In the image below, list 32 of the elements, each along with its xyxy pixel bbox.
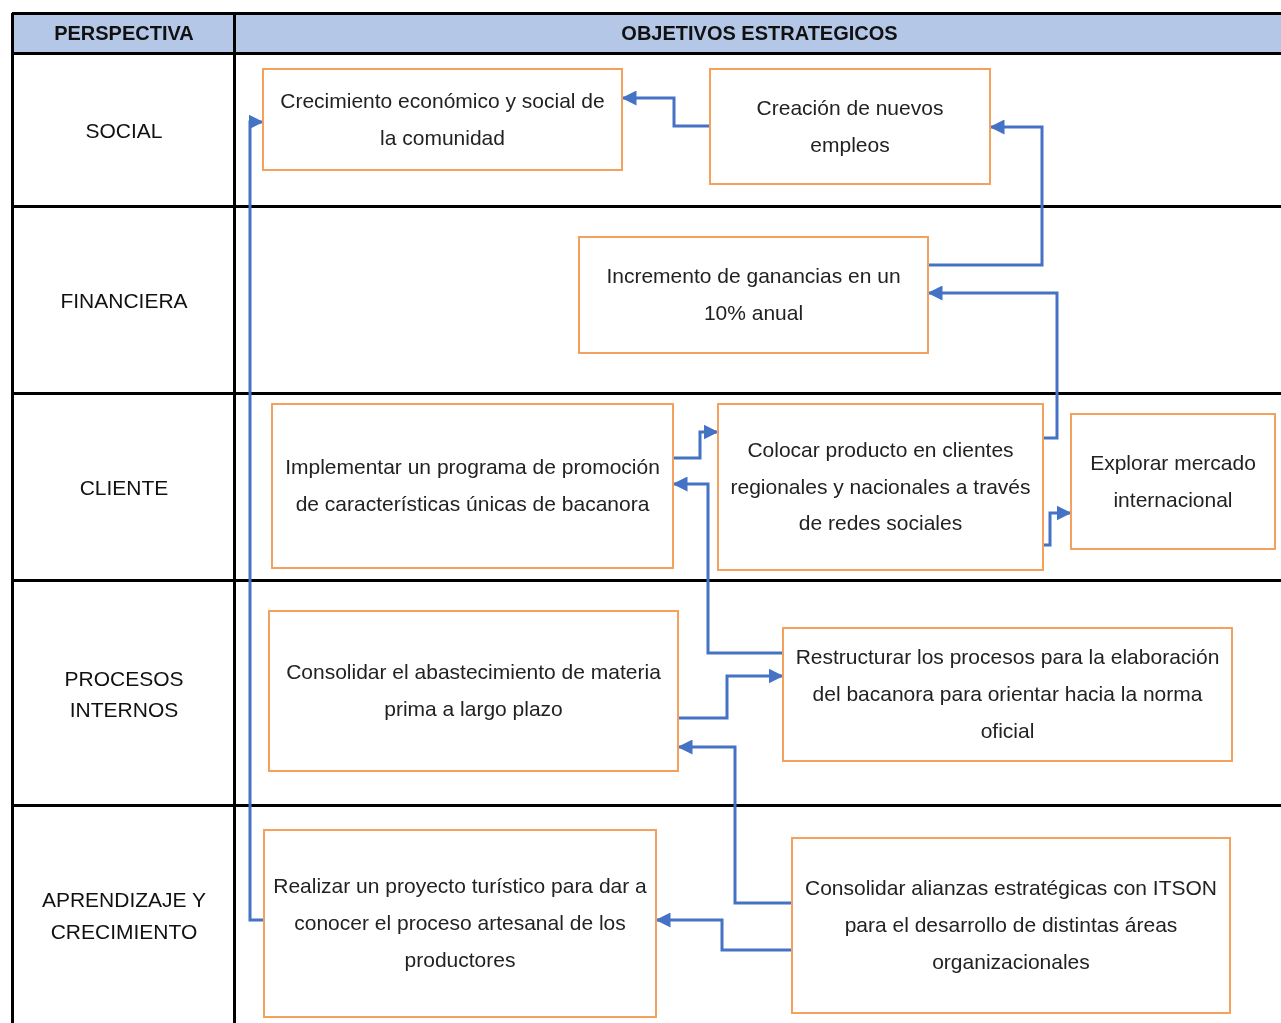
column-header: PERSPECTIVA: [54, 21, 194, 46]
connector-arrow: [1044, 505, 1072, 547]
objective-text: Colocar producto en clientes regionales y nacionales a través de redes sociales: [729, 436, 1032, 537]
objective-box: [1070, 413, 1276, 550]
objective-box: [578, 236, 929, 354]
objective-box: [262, 68, 623, 171]
column-header: OBJETIVOS ESTRATEGICOS: [621, 21, 898, 46]
connector-arrow: [674, 424, 719, 460]
objective-box: [717, 403, 1044, 571]
objective-box: [268, 610, 679, 772]
connector-arrow: [679, 668, 784, 720]
objective-text: Realizar un proyecto turístico para dar a conocer el proceso artesanal de los productores: [273, 873, 647, 973]
objective-box: [782, 627, 1233, 762]
objective-text: Creación de nuevos empleos: [755, 94, 945, 158]
objective-text: Consolidar alianzas estratégicas con ITSON para el desarrollo de distintas áreas organizacionales: [804, 875, 1218, 975]
perspective-label: FINANCIERA: [60, 288, 188, 315]
objective-box: [791, 837, 1231, 1014]
perspective-label: APRENDIZAJE Y CRECIMIENTO: [40, 887, 208, 945]
objective-text: Incremento de ganancias en un 10% anual: [605, 263, 902, 326]
connector-arrow: [929, 119, 1044, 267]
perspective-label: SOCIAL: [85, 118, 163, 145]
objective-text: Consolidar el abastecimiento de materia prima a largo plazo: [285, 659, 662, 722]
objective-box: [271, 403, 674, 569]
objective-box: [263, 829, 657, 1018]
objective-text: Implementar un programa de promoción de características únicas de bacanora: [284, 454, 661, 517]
objective-text: Crecimiento económico y social de la comunidad: [279, 87, 606, 151]
objective-box: [709, 68, 991, 185]
perspective-label: PROCESOS INTERNOS: [63, 665, 185, 723]
perspective-label: CLIENTE: [79, 475, 169, 502]
objective-text: Restructurar los procesos para la elaboración del bacanora para orientar hacia la norma oficial: [794, 644, 1221, 744]
objective-text: Explorar mercado internacional: [1089, 449, 1257, 513]
connector-arrow: [248, 114, 264, 922]
